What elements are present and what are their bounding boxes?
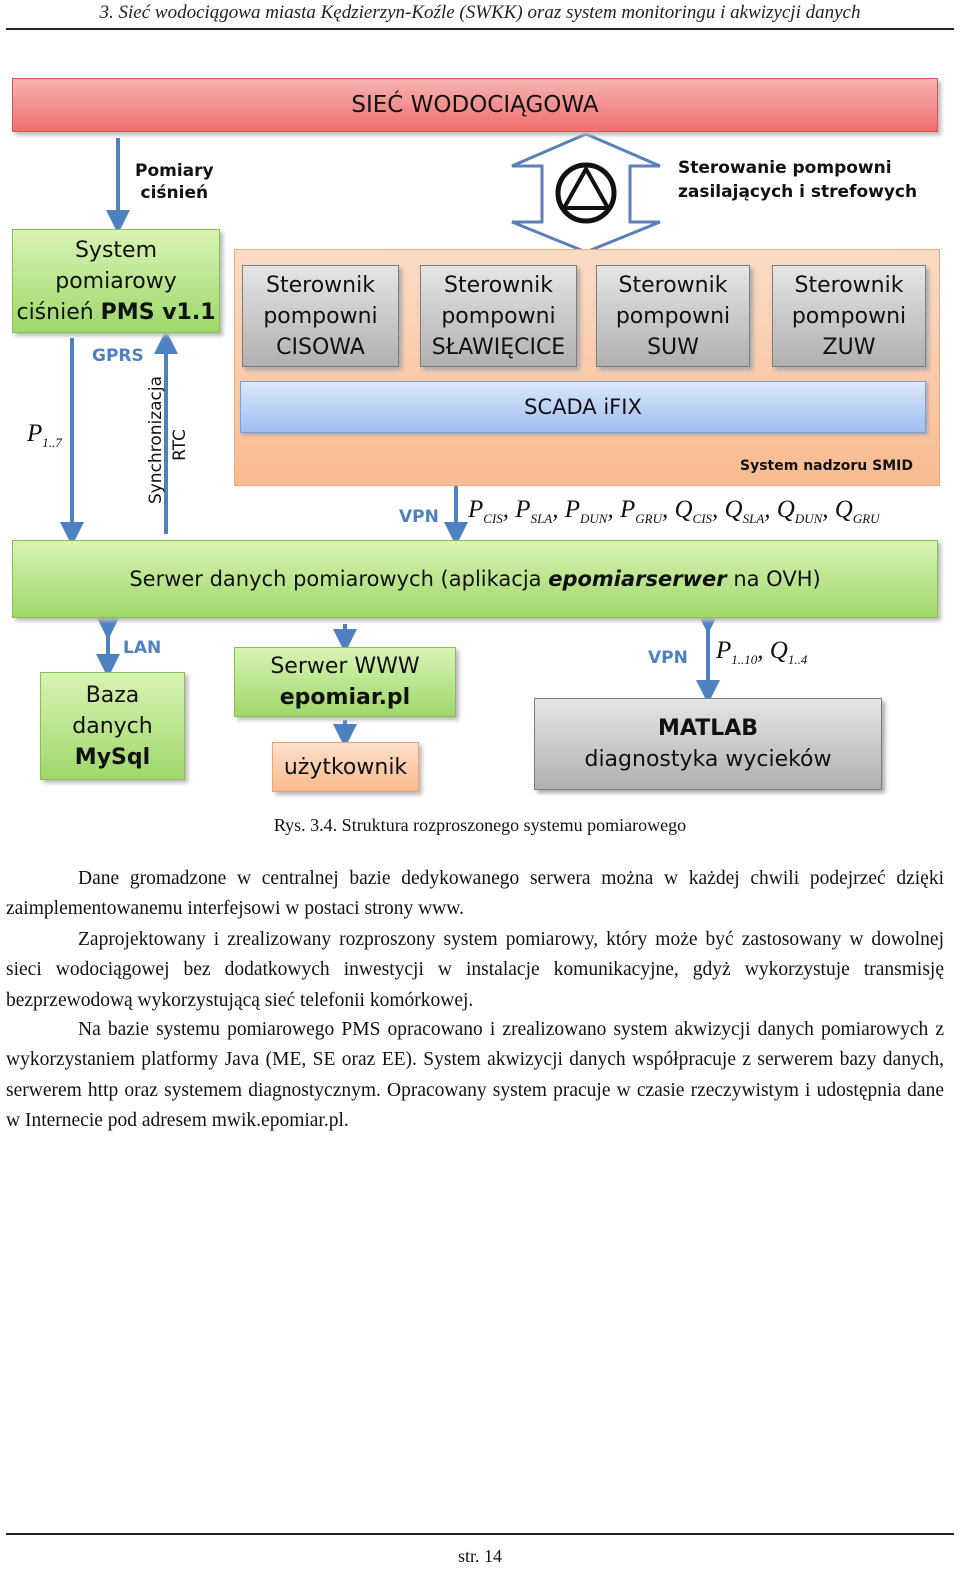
var-base: P [27,420,43,447]
server-app-name: epomiarserwer [548,567,727,591]
var-base: P [716,637,732,664]
controller-line2: pompowni [791,303,907,329]
var-base: Q [834,496,853,523]
footer-rule [6,1533,954,1535]
controller-name: CISOWA [276,334,365,360]
p17-variable: P1..7 [27,420,62,451]
pressure-label-line1: Pomiary [135,161,214,181]
pressure-label-line2: ciśnień [140,183,209,203]
var-base: Q [776,496,795,523]
controller-name: SUW [647,334,699,360]
pump-triangle-icon [560,164,612,210]
db-line1: Baza [85,682,140,708]
paragraph-2: Zaprojektowany i zrealizowany rozproszon… [6,929,944,1011]
controller-line2: pompowni [263,303,378,329]
controller-name: ZUW [822,334,876,360]
controller-line1: Sterownik [618,272,728,298]
var-sub: 1..7 [42,435,62,450]
control-label-line2: zasilających i strefowych [678,182,918,202]
pms-line3: ciśnień [16,299,101,325]
var-sub: CIS [483,511,503,526]
vpn2-label: VPN [648,648,688,668]
controller-line1: Sterownik [794,272,904,298]
control-label-line1: Sterowanie pompowni [678,158,892,178]
www-server-box: Serwer WWW epomiar.pl [234,647,456,717]
www-line1: Serwer WWW [270,654,420,679]
var-base: Q [724,496,743,523]
var-sub: DUN [580,511,608,526]
rtc-label: RTC [170,429,190,461]
running-header: 3. Sieć wodociągowa miasta Kędzierzyn-Ko… [99,2,861,23]
smid-label: System nadzoru SMID [740,458,913,474]
controller-line2: pompowni [441,303,556,329]
var-base: Q [674,496,693,523]
var-sub: SLA [742,511,765,526]
var-base: P [619,496,636,523]
var-sub: CIS [692,511,713,526]
control-label: Sterowanie pompowni zasilających i stref… [678,156,917,204]
paragraph-1: Dane gromadzone w centralnej bazie dedyk… [6,868,944,920]
server-text-end: na OVH) [726,567,821,591]
vpn-variables: PCIS, PSLA, PDUN, PGRU, QCIS, QSLA, QDUN… [468,496,880,526]
var-sub: 1..4 [787,652,808,667]
var-sub: DUN [794,511,823,526]
var-base: Q [769,637,788,664]
scada-box: SCADA iFIX [240,381,926,433]
controller-line1: Sterownik [266,272,375,298]
lan-label: LAN [123,638,162,658]
user-box: użytkownik [272,742,419,792]
pms-version: PMS v1.1 [100,299,216,325]
matlab-box: MATLAB diagnostyka wycieków [534,698,882,790]
water-network-box: SIEĆ WODOCIĄGOWA [12,78,938,132]
paragraph-3: Na bazie systemu pomiarowego PMS opracow… [6,1019,944,1131]
server-text: Serwer danych pomiarowych (aplikacja [129,567,549,591]
pms-line2: pomiarowy [55,268,177,294]
gprs-label: GPRS [92,346,144,366]
var-base: P [515,496,531,523]
system-diagram: SIEĆ WODOCIĄGOWA Pomiary ciśnień Sterowa… [0,60,960,810]
controller-line2: pompowni [615,303,731,329]
matlab-title: MATLAB [657,716,759,741]
var-sub: 1..10 [731,652,758,667]
db-line2: danych [72,713,153,739]
var-sub: SLA [530,511,553,526]
pms-line1: System [74,237,158,263]
matlab-subtitle: diagnostyka wycieków [584,747,832,772]
figure-caption: Rys. 3.4. Struktura rozproszonego system… [273,815,687,835]
var-base: P [468,496,484,523]
var-base: P [564,496,581,523]
db-name: MySql [74,744,151,770]
controller-name: SŁAWIĘCICE [431,334,566,360]
var-sub: GRU [852,511,880,526]
vpn2-variables: P1..10, Q1..4 [716,637,808,667]
header-rule [6,28,954,30]
sync-label: Synchronizacja [146,375,166,505]
data-server-box: Serwer danych pomiarowych (aplikacja epo… [12,540,938,618]
control-double-arrow [511,132,661,254]
vpn-label: VPN [399,507,439,527]
page-number: str. 14 [457,1546,502,1566]
www-domain: epomiar.pl [279,685,411,710]
var-sub: GRU [635,511,662,526]
pressure-label: Pomiary ciśnień [135,160,214,204]
controller-line1: Sterownik [444,272,553,298]
pms-box: System pomiarowy ciśnień PMS v1.1 [12,229,220,333]
